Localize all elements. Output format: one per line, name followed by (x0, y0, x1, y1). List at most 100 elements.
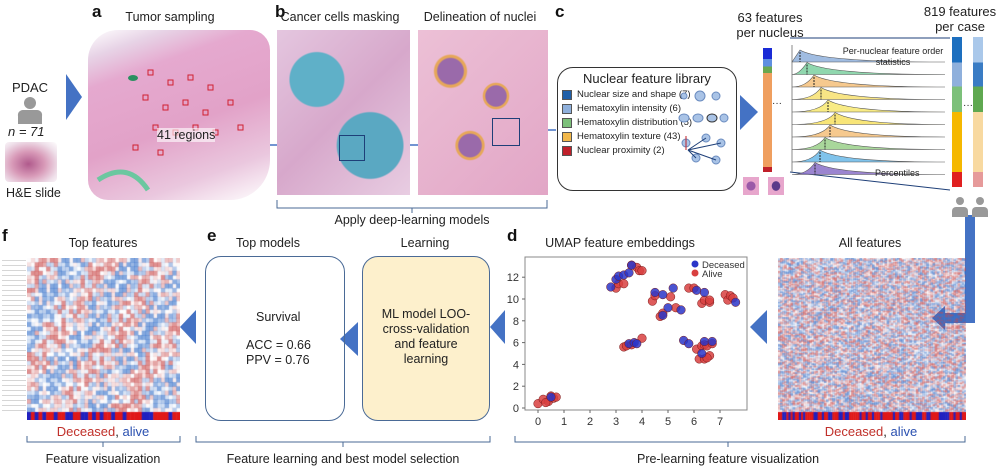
masking-title: Cancer cells masking (280, 10, 400, 24)
per-case-feature-bar-2 (973, 37, 983, 187)
color-swatch-icon (562, 103, 572, 114)
ellipsis-case: ··· (963, 100, 973, 111)
color-swatch-icon (562, 89, 572, 100)
per-case-feature-bar-1 (952, 37, 962, 187)
order-stats-label: Per-nuclear feature order statistics (842, 46, 944, 67)
x-tick-label: 5 (665, 416, 671, 428)
y-tick-label: 10 (507, 294, 519, 306)
data-point-deceased (658, 310, 668, 320)
density-curve (791, 99, 946, 113)
data-point-deceased (624, 268, 634, 278)
arrow-triangle-to-e (340, 322, 358, 356)
tumor-sampling-title: Tumor sampling (125, 10, 215, 24)
color-swatch-icon (562, 131, 572, 142)
data-point-deceased (676, 305, 686, 315)
density-curve (791, 137, 946, 150)
top-models-title: Top models (236, 236, 300, 250)
data-point-alive (705, 295, 715, 305)
color-swatch-icon (562, 117, 572, 128)
color-swatch-icon (562, 145, 572, 156)
library-item: Hematoxylin distribution (5) (562, 117, 736, 128)
percentiles-label: Percentiles (875, 168, 920, 178)
data-point-alive (666, 292, 676, 302)
legend-marker-alive (691, 269, 699, 277)
top-models-box: Survival ACC = 0.66 PPV = 0.76 (205, 256, 345, 421)
density-curve (791, 49, 946, 63)
legend-deceased: Deceased (824, 424, 884, 439)
nucleus-thumbnail-1 (743, 177, 759, 195)
arrow-triangle-c (740, 95, 758, 130)
y-tick-label: 2 (513, 381, 519, 393)
nuclei-shapes-icon (678, 90, 729, 165)
data-point-deceased (668, 283, 678, 293)
order-statistics-ridgeplot (789, 37, 951, 191)
all-features-legend: Deceased, alive (825, 424, 918, 439)
legend-alive: alive (122, 424, 150, 439)
feature-row-labels (2, 258, 26, 413)
model-survival-label: Survival (256, 310, 301, 324)
y-tick-label: 4 (513, 359, 519, 371)
arrow-triangle-to-learning (490, 310, 505, 344)
data-point-alive (619, 279, 629, 289)
delineation-title: Delineation of nuclei (423, 10, 537, 24)
density-curve (791, 149, 946, 163)
density-curve (791, 112, 946, 125)
bracket-b (276, 200, 548, 213)
panel-label-b: b (275, 2, 286, 21)
feature-learning-caption: Feature learning and best model selectio… (226, 452, 460, 466)
y-tick-label: 12 (507, 272, 519, 284)
learning-title: Learning (400, 236, 450, 250)
library-item: Hematoxylin texture (43) (562, 131, 736, 142)
pre-learning-caption: Pre-learning feature visualization (636, 452, 820, 466)
data-point-deceased (699, 336, 709, 347)
data-point-deceased (731, 297, 741, 307)
data-point-alive (637, 266, 647, 276)
zoom-box-masking (339, 135, 365, 161)
learning-text: ML model LOO-cross-validation and featur… (381, 307, 471, 366)
acc-value: ACC = 0.66 (246, 338, 311, 352)
y-tick-label: 0 (513, 403, 519, 415)
x-tick-label: 4 (639, 416, 645, 428)
bracket-e (195, 436, 491, 447)
nuclei-delineation-image (418, 30, 548, 195)
panel-label-c: c (555, 2, 565, 21)
legend-sep: , (883, 424, 887, 439)
ppv-value: PPV = 0.76 (246, 353, 310, 367)
legend-label: Alive (702, 269, 723, 280)
learning-box: ML model LOO-cross-validation and featur… (362, 256, 490, 421)
legend-marker-deceased (691, 260, 699, 268)
data-point-deceased (692, 285, 702, 295)
legend-sep: , (115, 424, 119, 439)
cancer-mask-image (277, 30, 410, 195)
data-point-deceased (632, 339, 642, 349)
data-point-deceased (658, 290, 668, 300)
legend-label: Deceased (702, 260, 745, 271)
all-features-title: All features (838, 236, 902, 250)
data-point-deceased (546, 392, 556, 402)
all-features-heatmap (778, 258, 966, 420)
data-point-deceased (697, 348, 707, 359)
cohort-label: PDAC (11, 80, 49, 95)
feature-visualization-caption: Feature visualization (45, 452, 161, 466)
library-list: Nuclear size and shape (7) Hematoxylin in… (562, 89, 736, 156)
x-tick-label: 6 (691, 416, 697, 428)
bracket-f (26, 436, 181, 447)
legend-alive: alive (890, 424, 918, 439)
library-item-label: Nuclear size and shape (7) (577, 89, 691, 100)
per-case-label: 819 features per case (923, 4, 997, 34)
person-icon (17, 97, 43, 124)
library-item-label: Nuclear proximity (2) (577, 145, 665, 156)
data-point-deceased (684, 339, 694, 349)
y-tick-label: 6 (513, 338, 519, 350)
per-nucleus-feature-bar (763, 48, 772, 172)
library-item-label: Hematoxylin intensity (6) (577, 103, 682, 114)
panel-label-a: a (92, 2, 102, 21)
x-tick-label: 2 (587, 416, 593, 428)
regions-label: 41 regions (157, 128, 216, 142)
apply-models-caption: Apply deep-learning models (334, 213, 490, 227)
library-item: Hematoxylin intensity (6) (562, 103, 736, 114)
plot-frame (524, 256, 748, 411)
data-point-deceased (627, 260, 637, 270)
top-features-legend: Deceased, alive (57, 424, 150, 439)
